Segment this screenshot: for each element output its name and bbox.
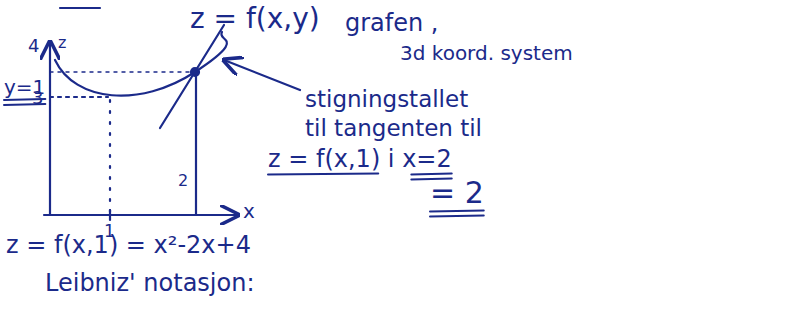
underline xyxy=(430,216,484,217)
note-text: grafen , xyxy=(345,10,439,38)
axis-name: x xyxy=(243,200,255,223)
tangent-point xyxy=(191,68,199,76)
underline xyxy=(430,211,484,212)
guide-line xyxy=(109,100,111,212)
note-text: til tangenten til xyxy=(305,115,482,141)
underlines xyxy=(4,99,484,217)
note-text: 3d koord. system xyxy=(400,42,573,65)
result-value: = 2 xyxy=(430,176,484,211)
axis-value: 2 xyxy=(178,172,188,190)
axis-name: z xyxy=(58,34,66,52)
underline xyxy=(268,174,378,175)
function-expression: z = f(x,1) = x²-2x+4 xyxy=(6,232,251,260)
tick-mark xyxy=(109,210,111,220)
guide-line xyxy=(50,71,192,72)
axis-value: 3 xyxy=(32,88,43,109)
top-dash xyxy=(60,7,100,9)
pointer-arrow xyxy=(224,60,300,90)
function-heading: z = f(x,y) xyxy=(190,3,320,35)
note-text: stigningstallet xyxy=(305,86,468,112)
note-text: z = f(x,1) i x=2 xyxy=(268,146,452,174)
z-axis xyxy=(49,42,51,215)
tangent-line xyxy=(160,25,224,128)
axis-value: 4 xyxy=(28,36,39,57)
note-text: Leibniz' notasjon: xyxy=(45,270,254,298)
guide-line xyxy=(50,96,108,98)
underline xyxy=(411,174,451,175)
guide-line xyxy=(195,76,197,215)
x-axis xyxy=(44,214,238,216)
